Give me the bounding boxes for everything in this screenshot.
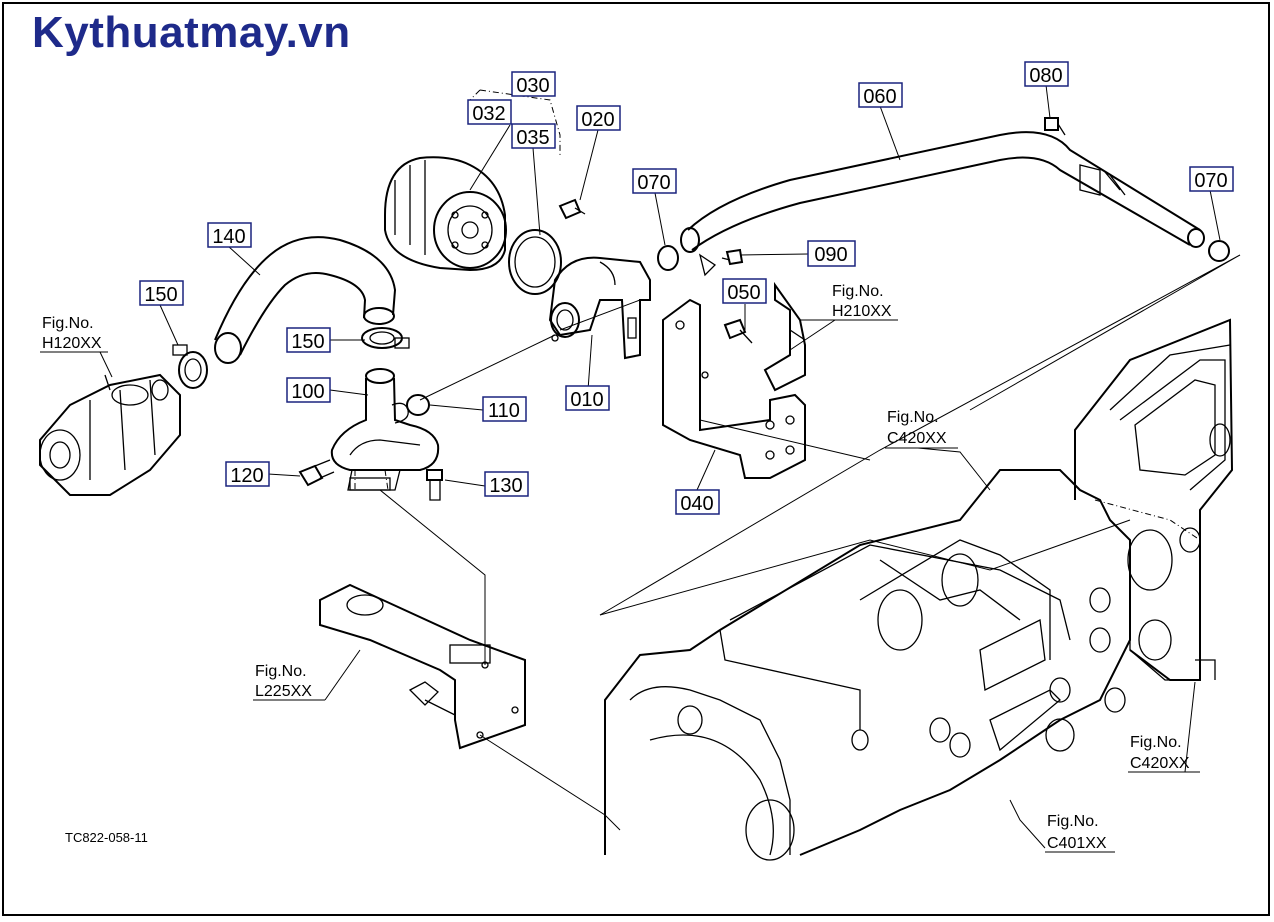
svg-text:C420XX: C420XX [1130, 755, 1190, 772]
bolt-050-drawing [723, 318, 753, 344]
svg-text:C420XX: C420XX [887, 430, 947, 447]
drawing-code: TC822-058-11 [65, 830, 148, 845]
pipe-reference-outline [599, 254, 1241, 616]
part-label-030: 030 [511, 71, 556, 97]
svg-text:090: 090 [814, 244, 847, 266]
fig-ref-l225: Fig.No. L225XX [253, 663, 325, 701]
svg-text:110: 110 [488, 400, 520, 422]
transmission-housing-drawing [604, 318, 1234, 861]
svg-text:Fig.No.: Fig.No. [255, 663, 307, 680]
bolt-090-drawing [721, 248, 744, 266]
bracket-h210-drawing [763, 281, 806, 392]
svg-text:040: 040 [680, 493, 713, 515]
part-label-040: 040 [675, 489, 720, 515]
part-label-060: 060 [858, 82, 903, 108]
o-ring-110-drawing [406, 394, 430, 416]
part-label-140: 140 [207, 222, 252, 248]
svg-text:070: 070 [637, 172, 670, 194]
fig-ref-c401: Fig.No. C401XX [1045, 813, 1115, 853]
brand-logo: Kythuatmay.vn [32, 8, 351, 57]
svg-text:010: 010 [570, 389, 603, 411]
delivery-pipe-drawing [680, 131, 1205, 277]
svg-text:050: 050 [727, 282, 760, 304]
part-label-010: 010 [565, 385, 610, 411]
svg-text:150: 150 [144, 284, 177, 306]
part-label-110: 110 [482, 396, 527, 422]
bolt-020-drawing [558, 198, 586, 220]
hose-clamp-right-drawing [361, 327, 410, 349]
hydraulic-pump-drawing [39, 373, 181, 496]
svg-text:H120XX: H120XX [42, 335, 102, 352]
part-label-120: 120 [225, 461, 270, 487]
part-label-050: 050 [722, 278, 767, 304]
svg-text:060: 060 [863, 86, 896, 108]
oil-filter-drawing [384, 156, 507, 272]
part-label-070-right: 070 [1189, 166, 1234, 192]
svg-text:030: 030 [516, 75, 549, 97]
part-label-035: 035 [511, 123, 556, 149]
part-label-150-right: 150 [286, 327, 331, 353]
svg-text:Fig.No.: Fig.No. [832, 283, 884, 300]
svg-text:032: 032 [472, 103, 505, 125]
housing-reference-outline [599, 519, 1131, 616]
filter-gasket-drawing [508, 229, 562, 295]
part-label-130: 130 [484, 471, 529, 497]
bolt-130-drawing [426, 469, 443, 501]
fig-ref-c420-bottom: Fig.No. C420XX [1128, 734, 1200, 773]
h120-leader [99, 351, 113, 378]
hose-clamp-left-drawing [172, 344, 208, 389]
leader-lines [159, 84, 1221, 849]
suction-hose-drawing [214, 236, 397, 364]
mounting-bracket-l225-drawing [319, 583, 526, 750]
svg-text:Fig.No.: Fig.No. [42, 315, 94, 332]
svg-text:035: 035 [516, 127, 549, 149]
svg-text:Fig.No.: Fig.No. [1130, 734, 1182, 751]
svg-text:120: 120 [230, 465, 263, 487]
part-label-020: 020 [576, 105, 621, 131]
part-label-150-left: 150 [139, 280, 184, 306]
svg-text:Fig.No.: Fig.No. [887, 409, 939, 426]
o-ring-070-left-drawing [657, 245, 679, 271]
svg-text:130: 130 [489, 475, 522, 497]
part-label-090: 090 [807, 240, 856, 267]
svg-text:C401XX: C401XX [1047, 835, 1107, 852]
svg-text:080: 080 [1029, 65, 1062, 87]
svg-text:Fig.No.: Fig.No. [1047, 813, 1099, 830]
svg-text:140: 140 [212, 226, 245, 248]
svg-text:H210XX: H210XX [832, 303, 892, 320]
o-ring-070-right-drawing [1208, 240, 1230, 262]
svg-text:100: 100 [291, 381, 324, 403]
part-label-100: 100 [286, 377, 331, 403]
svg-text:150: 150 [291, 331, 324, 353]
part-label-032: 032 [467, 99, 512, 125]
svg-text:020: 020 [581, 109, 614, 131]
suction-pipe-drawing [330, 368, 440, 491]
fig-ref-h120: Fig.No. H120XX [40, 315, 108, 353]
bolt-080-drawing [1044, 117, 1066, 136]
svg-text:L225XX: L225XX [255, 683, 312, 700]
bracket-040-drawing [662, 298, 806, 479]
fig-ref-c420-top: Fig.No. C420XX [885, 409, 958, 449]
bolt-120-drawing [298, 459, 335, 487]
svg-text:070: 070 [1194, 170, 1227, 192]
part-label-080: 080 [1024, 61, 1069, 87]
fig-ref-h210: Fig.No. H210XX [800, 283, 898, 321]
part-label-070-left: 070 [632, 168, 677, 194]
filter-head-drawing [548, 256, 651, 360]
